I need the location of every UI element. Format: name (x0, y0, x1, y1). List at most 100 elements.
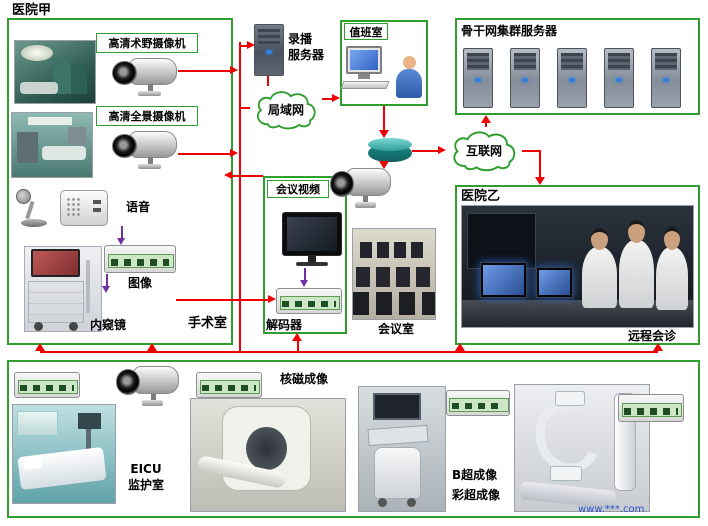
operating-table (19, 81, 59, 95)
cart-monitor-screen (33, 250, 78, 276)
eicu-label-line1: EICU (130, 462, 162, 476)
cart-monitor (31, 248, 80, 278)
connection-arrow (438, 146, 446, 154)
us-wheel-1 (377, 498, 387, 508)
cluster-server-3 (557, 48, 587, 108)
signal-line-purple (304, 268, 306, 280)
camera-body (129, 131, 177, 158)
us-console (367, 424, 429, 447)
connection-line (522, 150, 540, 152)
connection-line (322, 98, 332, 100)
decoder-label: 解码器 (266, 318, 303, 332)
camera-base (138, 163, 161, 169)
cart-body (28, 280, 85, 323)
connection-line-distribution (40, 351, 658, 353)
hospital-b-title: 医院乙 (461, 189, 501, 204)
eicu-label: EICU 监护室 (114, 462, 178, 493)
tv-stand (296, 262, 328, 266)
us-body (374, 446, 421, 499)
connection-line (232, 175, 263, 177)
connection-line (178, 153, 230, 155)
connection-arrow (35, 343, 45, 351)
codec-device-eicu (14, 372, 80, 398)
cluster-server-2 (510, 48, 540, 108)
ct-scanner-photo (190, 398, 346, 512)
camera-base (138, 90, 161, 96)
camera-lens (116, 369, 141, 395)
connection-line-trunk (239, 42, 241, 353)
person-body (396, 69, 422, 98)
chair-row-3 (353, 292, 435, 316)
lan-cloud: 局域网 (250, 86, 322, 132)
eicu-monitor (78, 412, 101, 429)
connection-arrow (332, 94, 340, 102)
conference-room-photo (352, 228, 436, 320)
audio-label: 语音 (126, 200, 151, 214)
cluster-server-1 (463, 48, 493, 108)
signal-arrow-purple (102, 286, 110, 293)
eicu-label-line2: 监护室 (127, 477, 164, 492)
cloud-icon (453, 131, 516, 172)
connection-arrow (268, 295, 276, 303)
router-top (368, 138, 412, 152)
hd-panorama-camera (112, 131, 178, 169)
eicu-window (17, 410, 58, 437)
microphone-icon (12, 186, 56, 230)
camera-lens (112, 134, 138, 159)
camera-neck (147, 84, 153, 92)
camera-neck (147, 157, 153, 165)
recording-server-label-line1: 录播 (288, 32, 313, 46)
eicu-pillow (22, 454, 43, 470)
signal-line-purple (106, 274, 108, 286)
signal-arrow-purple (300, 280, 308, 287)
operating-room-label: 手术室 (188, 316, 228, 331)
mic-head (16, 188, 32, 205)
surgical-field-photo (14, 40, 96, 104)
signal-line-purple (121, 226, 123, 238)
duty-pc-monitor (346, 46, 382, 74)
endoscope-cart (24, 246, 102, 332)
connection-arrow (653, 343, 663, 351)
connection-arrow (535, 177, 545, 185)
connection-arrow (379, 130, 389, 138)
codec-device-mri (196, 372, 262, 398)
cart-pole (85, 260, 91, 313)
connection-line (267, 76, 269, 86)
consult-monitor-1 (480, 261, 527, 298)
panorama-camera-label-box: 高清全景摄像机 (96, 106, 198, 126)
internet-cloud-label: 互联网 (465, 143, 502, 158)
us-wheel-2 (407, 498, 417, 508)
doctor-figure-2 (619, 219, 654, 308)
color-ultrasound-label: 彩超成像 (452, 488, 501, 502)
connection-line (241, 107, 250, 109)
camera-lens (112, 61, 138, 86)
eicu-pole (86, 428, 91, 460)
duty-pc-keyboard (340, 81, 390, 89)
connection-line (412, 150, 438, 152)
connection-arrow (224, 171, 232, 179)
surgical-camera-label-box: 高清术野摄像机 (96, 33, 198, 53)
connection-arrow (379, 161, 389, 169)
xray-detector-bottom (549, 465, 582, 481)
camera-body (132, 366, 179, 394)
internet-cloud: 互联网 (446, 126, 522, 174)
duty-room-label-box: 值班室 (344, 23, 388, 40)
bottom-camera (116, 366, 180, 406)
tv-screen (287, 217, 337, 251)
us-monitor (372, 393, 421, 421)
image-label: 图像 (128, 276, 153, 290)
backbone-title: 骨干网集群服务器 (461, 24, 558, 38)
connection-line (297, 341, 299, 351)
decoder-device (276, 288, 342, 314)
router-icon (368, 138, 412, 162)
wall-screen (466, 213, 536, 269)
codec-device-xray (618, 394, 684, 422)
connection-arrow (247, 41, 255, 49)
connection-line (383, 106, 385, 130)
connection-arrow (147, 343, 157, 351)
operating-bed (42, 146, 86, 161)
connection-line (539, 150, 541, 177)
cart-wheel-left (34, 322, 44, 331)
video-encoder-device (104, 245, 176, 273)
